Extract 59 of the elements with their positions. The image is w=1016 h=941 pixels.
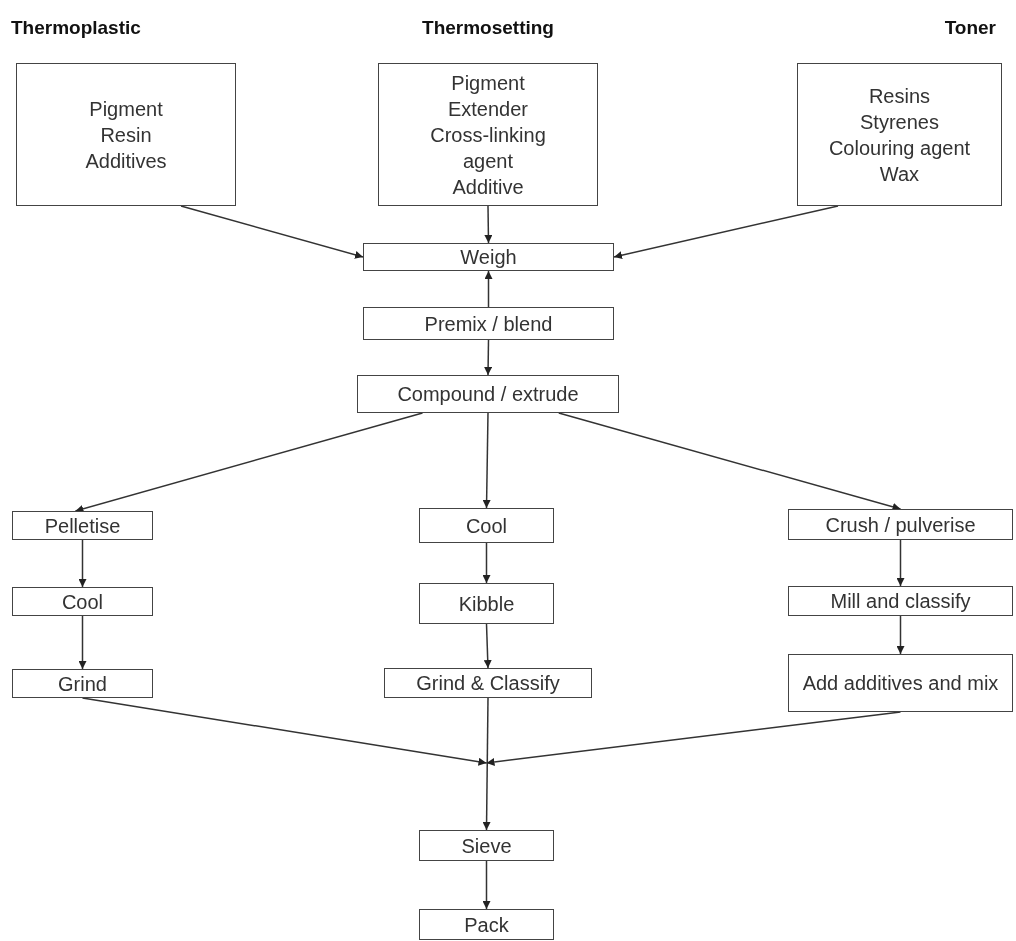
step-label: Add additives and mix bbox=[802, 671, 999, 695]
arrow bbox=[613, 205, 839, 260]
ingredient-name: Colouring agent bbox=[827, 135, 972, 161]
ingredient-name: Additives bbox=[84, 148, 168, 174]
arrow bbox=[81, 697, 488, 766]
step-label: Sieve bbox=[461, 833, 512, 858]
column-heading: Thermoplastic bbox=[11, 17, 141, 40]
process-box bbox=[419, 830, 554, 861]
column-heading: Toner bbox=[944, 17, 996, 40]
ingredient-name: Resin bbox=[99, 122, 153, 148]
process-box bbox=[419, 909, 554, 940]
process-box bbox=[419, 583, 554, 624]
process-box bbox=[788, 654, 1013, 712]
arrow bbox=[484, 205, 493, 244]
step-label: Crush / pulverise bbox=[825, 512, 976, 537]
step-label: Compound / extrude bbox=[397, 382, 579, 406]
column-heading: Thermosetting bbox=[422, 17, 554, 40]
process-box bbox=[384, 668, 592, 698]
arrow bbox=[74, 412, 424, 513]
process-box bbox=[788, 509, 1013, 540]
step-label: Cool bbox=[465, 513, 508, 538]
arrow bbox=[896, 539, 905, 587]
arrow bbox=[482, 412, 491, 509]
arrow bbox=[484, 270, 493, 308]
process-box bbox=[363, 307, 614, 340]
ingredient-name: Pigment bbox=[88, 96, 164, 122]
step-label: Grind & Classify bbox=[416, 671, 560, 695]
arrow bbox=[78, 615, 87, 670]
step-label: Premix / blend bbox=[424, 311, 553, 336]
process-box bbox=[12, 669, 153, 698]
arrow bbox=[482, 697, 491, 831]
arrow bbox=[896, 615, 905, 655]
process-box bbox=[363, 243, 614, 271]
ingredient-name: Wax bbox=[878, 161, 921, 187]
process-box bbox=[357, 375, 619, 413]
ingredient-name: Additive bbox=[451, 174, 525, 200]
step-label: Weigh bbox=[460, 245, 517, 269]
step-label: Mill and classify bbox=[830, 589, 971, 613]
arrow bbox=[78, 539, 87, 588]
arrow bbox=[482, 542, 491, 584]
ingredient-name: Extender bbox=[446, 96, 530, 122]
step-label: Pack bbox=[464, 912, 509, 937]
process-box bbox=[419, 508, 554, 543]
step-label: Pelletise bbox=[44, 513, 121, 538]
step-label: Kibble bbox=[458, 591, 515, 616]
arrow bbox=[483, 623, 492, 669]
step-label: Grind bbox=[58, 671, 107, 696]
ingredient-name: Resins bbox=[867, 83, 932, 109]
step-label: Cool bbox=[61, 589, 104, 614]
arrow bbox=[558, 412, 902, 511]
ingredient-name: Pigment bbox=[450, 70, 526, 96]
arrow bbox=[484, 339, 493, 376]
ingredient-name: Styrenes bbox=[859, 109, 940, 135]
ingredient-name: Cross-linking agent bbox=[429, 122, 547, 174]
process-box bbox=[12, 587, 153, 616]
arrow bbox=[180, 205, 364, 259]
process-box bbox=[12, 511, 153, 540]
arrow bbox=[482, 860, 491, 910]
process-box bbox=[788, 586, 1013, 616]
